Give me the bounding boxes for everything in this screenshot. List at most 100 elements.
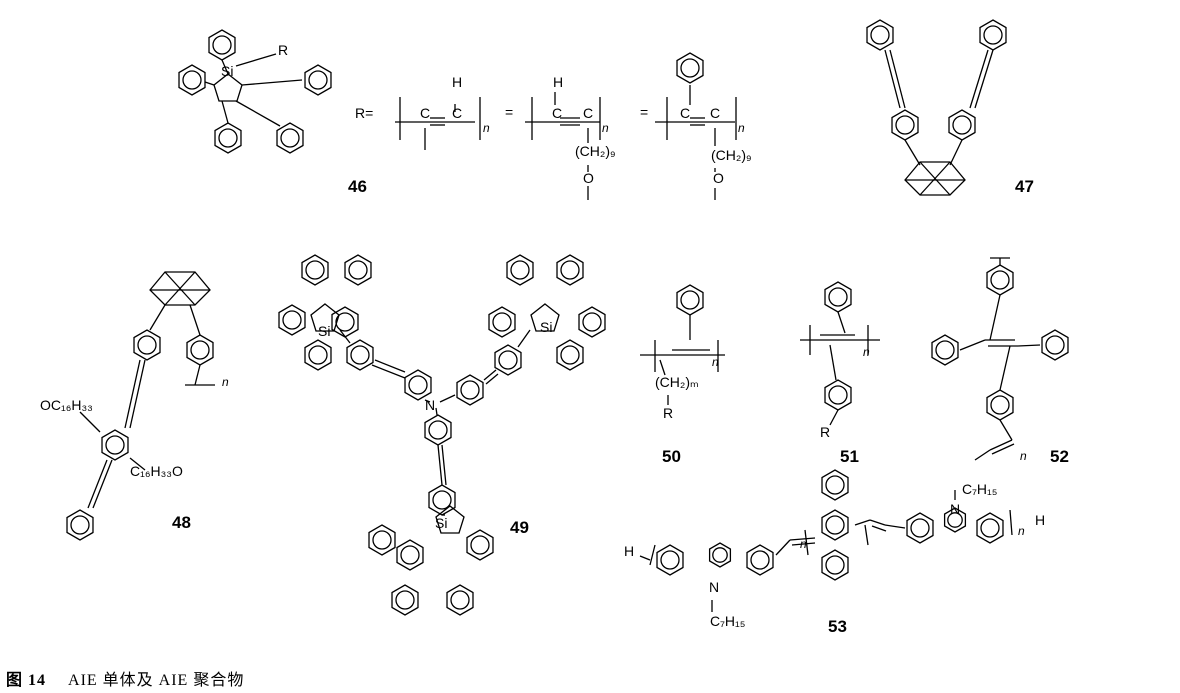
benzene-ring bbox=[556, 254, 584, 286]
aromatic-circle bbox=[308, 70, 328, 90]
aromatic-circle bbox=[825, 475, 845, 495]
bond bbox=[989, 294, 1001, 341]
compound-number: 53 bbox=[828, 617, 847, 636]
ch2-chain: (CH₂)₉ bbox=[575, 143, 616, 159]
bond bbox=[1009, 509, 1013, 536]
bond bbox=[829, 344, 837, 381]
bond bbox=[959, 339, 986, 351]
hydrogen-end: H bbox=[624, 543, 634, 559]
bond bbox=[124, 359, 141, 429]
benzene-ring bbox=[66, 509, 94, 541]
carbon: C bbox=[452, 105, 462, 121]
bond bbox=[439, 394, 456, 403]
aromatic-circle bbox=[460, 380, 480, 400]
ch2-chain: (CH₂)ₘ bbox=[655, 374, 699, 390]
aromatic-circle bbox=[218, 128, 238, 148]
bond bbox=[235, 100, 281, 127]
aromatic-circle bbox=[348, 260, 368, 280]
aromatic-circle bbox=[492, 312, 512, 332]
aromatic-circle bbox=[947, 512, 963, 528]
bond bbox=[871, 525, 887, 532]
bond bbox=[485, 373, 499, 385]
bond bbox=[435, 407, 438, 416]
benzene-ring bbox=[488, 306, 516, 338]
bond bbox=[241, 79, 303, 86]
aromatic-circle bbox=[983, 25, 1003, 45]
benzene-ring bbox=[506, 254, 534, 286]
benzene-ring bbox=[178, 64, 206, 96]
bond bbox=[374, 359, 406, 373]
benzene-ring bbox=[446, 584, 474, 616]
aromatic-circle bbox=[712, 547, 728, 563]
compound-48: OC₁₆H₃₃ C₁₆H₃₃O n 48 bbox=[40, 375, 229, 532]
benzene-ring bbox=[101, 429, 129, 461]
repeat-n: n bbox=[1020, 449, 1027, 463]
bond bbox=[969, 49, 989, 109]
aromatic-circle bbox=[400, 545, 420, 565]
carbon: C bbox=[710, 105, 720, 121]
bond bbox=[884, 524, 906, 529]
bond bbox=[149, 304, 166, 331]
aromatic-circle bbox=[510, 260, 530, 280]
bond bbox=[437, 444, 443, 486]
oxygen: O bbox=[713, 170, 724, 186]
compound-number: 52 bbox=[1050, 447, 1069, 466]
repeat-n: n bbox=[602, 121, 609, 135]
bond bbox=[999, 419, 1013, 441]
benzene-ring bbox=[456, 374, 484, 406]
heptyl: C₇H₁₅ bbox=[962, 481, 997, 497]
bond bbox=[424, 399, 431, 403]
aromatic-circle bbox=[305, 260, 325, 280]
figure-title: AIE 单体及 AIE 聚合物 bbox=[68, 672, 245, 689]
bond bbox=[371, 364, 406, 379]
benzene-ring bbox=[133, 329, 161, 361]
bond bbox=[339, 329, 351, 344]
benzene-ring bbox=[214, 122, 242, 154]
r-group: R bbox=[278, 42, 288, 58]
r-group: R bbox=[663, 405, 673, 421]
benzene-ring bbox=[943, 507, 967, 533]
repeat-n: n bbox=[863, 345, 870, 359]
bond bbox=[129, 457, 146, 471]
si-atom: Si bbox=[540, 319, 552, 335]
carbon: C bbox=[583, 105, 593, 121]
benzene-ring bbox=[396, 539, 424, 571]
benzene-ring bbox=[276, 122, 304, 154]
benzene-ring bbox=[976, 512, 1004, 544]
aromatic-circle bbox=[395, 590, 415, 610]
benzene-ring bbox=[301, 254, 329, 286]
si-atom: Si bbox=[221, 63, 233, 79]
heptyl: C₇H₁₅ bbox=[710, 613, 745, 629]
bond bbox=[129, 359, 146, 429]
benzene-ring bbox=[368, 524, 396, 556]
bond bbox=[775, 539, 791, 556]
aromatic-circle bbox=[952, 115, 972, 135]
aromatic-circle bbox=[350, 345, 370, 365]
alkoxy-substituent: C₁₆H₃₃O bbox=[130, 463, 183, 479]
aromatic-circle bbox=[1045, 335, 1065, 355]
bond bbox=[789, 537, 816, 541]
benzene-ring bbox=[656, 544, 684, 576]
benzene-ring bbox=[346, 339, 374, 371]
aromatic-circle bbox=[990, 395, 1010, 415]
carbon: C bbox=[680, 105, 690, 121]
r-equals: R= bbox=[355, 105, 373, 121]
nitrogen-atom: N bbox=[950, 501, 960, 517]
repeat-n: n bbox=[1018, 524, 1025, 538]
repeat-n: n bbox=[738, 121, 745, 135]
aromatic-circle bbox=[560, 260, 580, 280]
bond bbox=[483, 369, 497, 381]
aromatic-circle bbox=[582, 312, 602, 332]
bond bbox=[869, 519, 886, 526]
benzene-ring bbox=[906, 512, 934, 544]
bond bbox=[919, 161, 951, 196]
hydrogen: H bbox=[553, 74, 563, 90]
nitrogen-atom: N bbox=[709, 579, 719, 595]
benzene-ring bbox=[931, 334, 959, 366]
bond bbox=[889, 49, 906, 109]
bond bbox=[92, 459, 113, 509]
bond bbox=[974, 449, 991, 461]
benzene-ring bbox=[304, 64, 332, 96]
aromatic-circle bbox=[137, 335, 157, 355]
bond bbox=[194, 364, 201, 386]
